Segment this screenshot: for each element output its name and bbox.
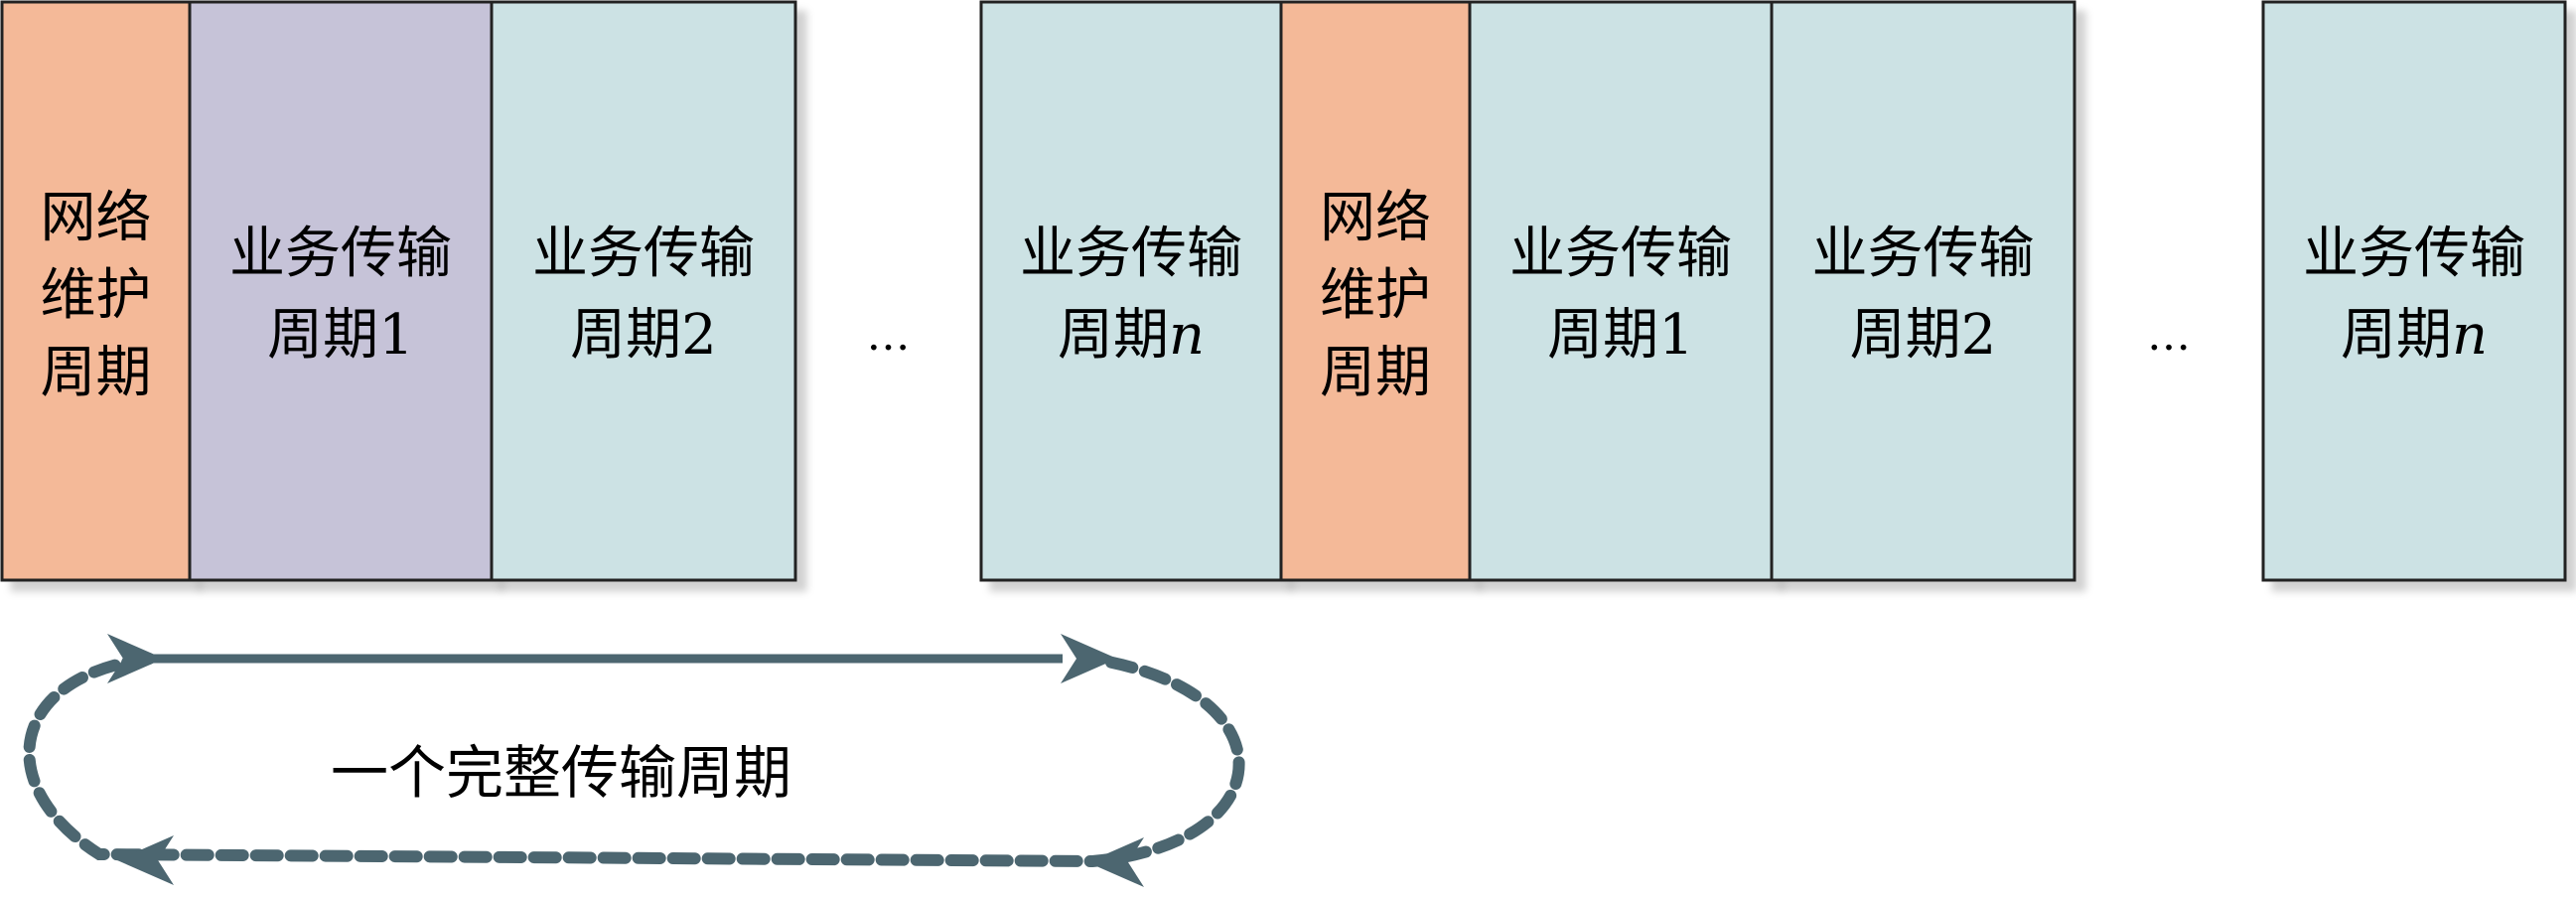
arrow-head-top-end <box>1061 634 1117 683</box>
complete-cycle-label: 一个完整传输周期 <box>331 739 791 807</box>
block-label-line: 周期 <box>41 341 152 405</box>
maintenance-period-block <box>1279 0 1472 582</box>
business-period-block <box>979 0 1283 582</box>
block-label-line: 维护 <box>41 263 152 328</box>
block-label-line: 业务传输 <box>1509 222 1732 286</box>
block-label-line: 周期1 <box>267 303 414 368</box>
block-label-line: 网络 <box>1320 186 1431 250</box>
arrow-head-top-start <box>107 634 164 683</box>
block-label-line: 业务传输 <box>2303 222 2525 286</box>
block-label-line: 业务传输 <box>532 222 755 286</box>
block-label-line: 周期n <box>2341 303 2488 368</box>
business-period-block <box>2261 0 2567 582</box>
business-period-block <box>1468 0 1774 582</box>
business-period-block <box>188 0 494 582</box>
business-period-block <box>490 0 797 582</box>
block-label-line: 业务传输 <box>1812 222 2035 286</box>
block-label-line: 业务传输 <box>1020 222 1242 286</box>
arrow-head-bottom-left <box>117 835 174 885</box>
block-label-line: 周期2 <box>570 303 717 368</box>
block-label-suffix: n <box>1169 303 1205 368</box>
block-label-line: 周期2 <box>1850 303 1997 368</box>
block-label-line: 网络 <box>41 186 152 250</box>
block-label-line: 周期n <box>1058 303 1205 368</box>
block-label-line: 业务传输 <box>229 222 452 286</box>
arrow-head-bottom-right <box>1087 837 1144 887</box>
maintenance-period-block <box>0 0 192 582</box>
block-label-line: 周期 <box>1320 341 1431 405</box>
business-period-block <box>1770 0 2076 582</box>
complete-cycle-loop: 一个完整传输周期 <box>23 634 1245 887</box>
block-label-line: 维护 <box>1320 263 1431 328</box>
block-label-line: 周期1 <box>1547 303 1694 368</box>
ellipsis-text: … <box>867 310 911 361</box>
block-label-suffix: n <box>2452 303 2488 368</box>
ellipsis-text: … <box>2147 310 2191 361</box>
